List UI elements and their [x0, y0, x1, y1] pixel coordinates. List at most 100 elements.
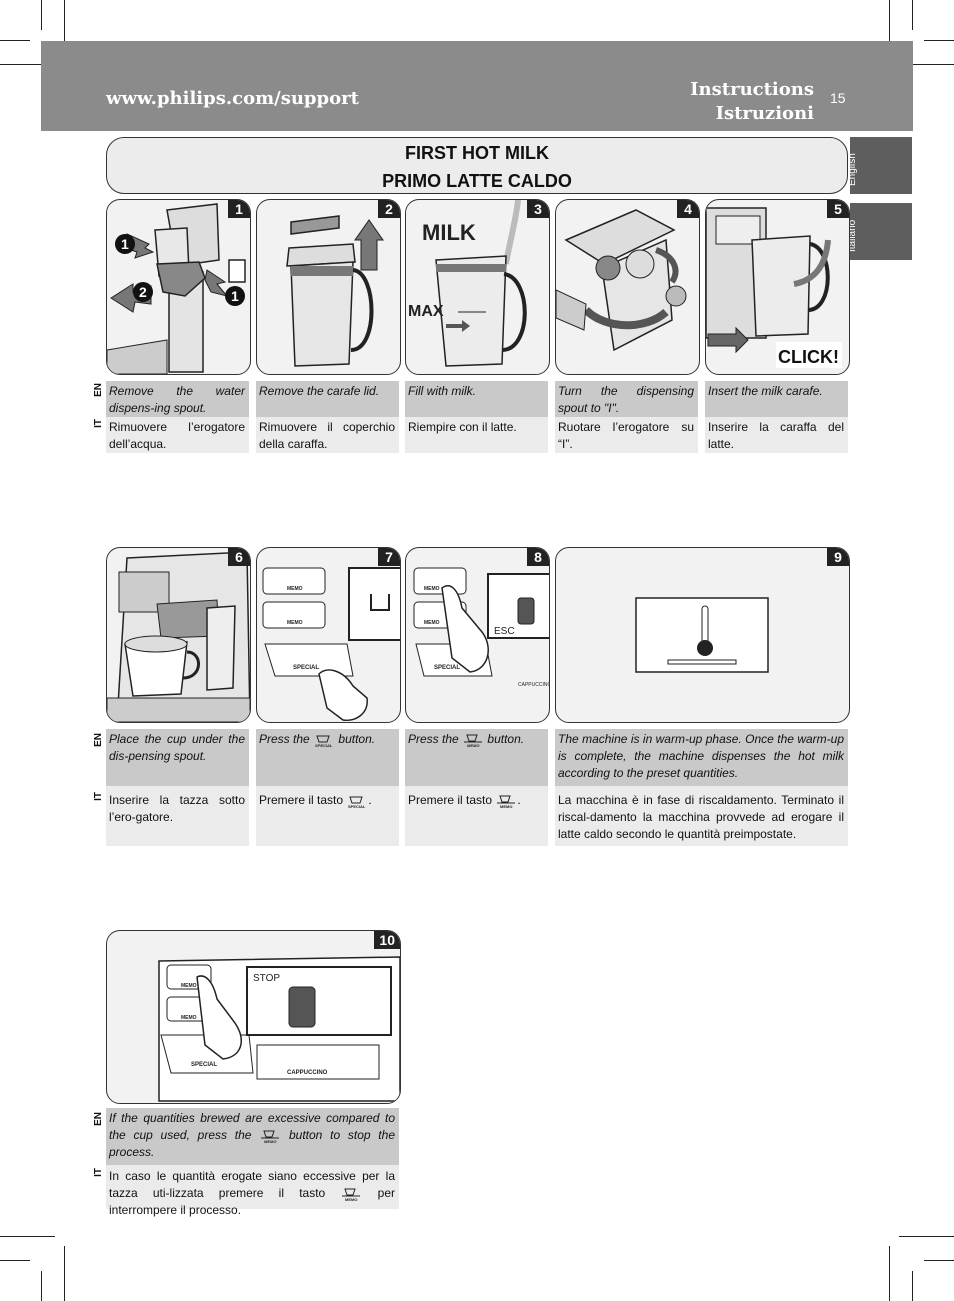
cappuccino-label: CAPPUCCINO [287, 1070, 328, 1076]
caption-text: Insert the milk carafe. [708, 384, 823, 398]
caption-en: Fill with milk. [405, 381, 548, 417]
caption-text: La macchina è in fase di riscaldamento. … [558, 793, 844, 841]
step-number: 6 [228, 548, 250, 566]
caption-pre: Press the [408, 732, 459, 746]
special-button-icon: SPECIAL [346, 793, 368, 809]
caption-en: Place the cup under the dis-pensing spou… [106, 729, 249, 786]
caption-it: Rimuovere l’erogatore dell’acqua. [106, 417, 249, 453]
crop-mark [924, 40, 954, 41]
caption-text: Place the cup under the dis-pensing spou… [109, 732, 245, 763]
crop-mark [889, 1246, 890, 1301]
tab-english[interactable]: English [847, 137, 912, 194]
lang-label-en: EN [93, 383, 107, 417]
crop-mark [0, 40, 30, 41]
step-number: 9 [827, 548, 849, 566]
memo-label: MEMO [424, 586, 440, 592]
special-label: SPECIAL [434, 665, 460, 671]
caption-text: Inserire la caraffa del latte. [708, 420, 844, 451]
caption-text: If the quantities brewed are excessive c… [106, 1108, 399, 1163]
caption-text: Premere il tasto MEMO. [405, 786, 548, 811]
carafe-lid-drawing [286, 215, 384, 367]
cappuccino-label: CAPPUCCINO [518, 682, 549, 688]
caption-text: Remove the water dispens-ing spout. [109, 384, 245, 415]
lang-label-en: EN [93, 1112, 107, 1162]
caption-text: Riempire con il latte. [408, 420, 517, 434]
caption-en: Press the MEMO button. [405, 729, 548, 786]
click-label: CLICK! [778, 347, 839, 367]
memo-button-icon: MEMO [259, 1128, 281, 1144]
caption-text: Remove the carafe lid. [259, 384, 380, 398]
icon-memo-text: MEMO [264, 1139, 277, 1144]
press-special-drawing: MEMO MEMO SPECIAL [262, 567, 400, 722]
caption-pre: Press the [259, 732, 310, 746]
section-title: FIRST HOT MILK PRIMO LATTE CALDO [106, 137, 848, 194]
page-header [41, 41, 913, 131]
caption-text: The machine is in warm-up phase. Once th… [558, 732, 844, 780]
caption-text: Rimuovere il coperchio della caraffa. [259, 420, 395, 451]
caption-pre: Premere il tasto [408, 793, 493, 807]
esc-label: ESC [494, 626, 515, 637]
crop-mark [912, 1271, 913, 1301]
dispenser-removal-drawing: 1 2 1 [107, 203, 246, 374]
step-9-illustration: 9 [555, 547, 850, 723]
section-title-en: FIRST HOT MILK [405, 143, 549, 163]
caption-it: In caso le quantità erogate siano eccess… [106, 1165, 399, 1217]
step-5-illustration: CLICK! 5 [705, 199, 850, 375]
memo-label: MEMO [287, 620, 303, 626]
crop-mark [889, 0, 890, 55]
stop-process-drawing: MEMO MEMO SPECIAL CAPPUCCINO STOP [158, 956, 400, 1102]
lang-label-it: IT [93, 419, 107, 453]
cup-under-spout-drawing [107, 551, 250, 722]
caption-text: In caso le quantità erogate siano eccess… [106, 1165, 399, 1221]
memo-label: MEMO [424, 620, 440, 626]
step-6-illustration: 6 [106, 547, 251, 723]
caption-en: Remove the carafe lid. [256, 381, 399, 417]
tab-italiano[interactable]: Italiano [847, 203, 912, 260]
step-number: 2 [378, 200, 400, 218]
caption-pre: Premere il tasto [259, 793, 344, 807]
page-number: 15 [830, 90, 846, 106]
warm-up-display-drawing [635, 597, 769, 673]
tab-english-label: English [847, 153, 858, 186]
section-title-it: PRIMO LATTE CALDO [382, 171, 572, 191]
caption-text: Premere il tasto SPECIAL. [256, 786, 399, 811]
memo-button-icon: MEMO [340, 1186, 362, 1202]
caption-post: . [517, 793, 521, 807]
caption-en: The machine is in warm-up phase. Once th… [555, 729, 848, 786]
caption-it: Rimuovere il coperchio della caraffa. [256, 417, 399, 453]
caption-post: button to stop the process. [109, 1128, 395, 1159]
caption-it: La macchina è in fase di riscaldamento. … [555, 786, 848, 846]
crop-mark [899, 64, 954, 65]
lang-it: IT [93, 792, 104, 801]
caption-it: Ruotare l’erogatore su “I”. [555, 417, 698, 453]
caption-en: If the quantities brewed are excessive c… [106, 1108, 399, 1165]
press-memo-drawing: MEMO MEMO SPECIAL ESC CAPPUCCINO [413, 567, 549, 688]
caption-text: Turn the dispensing spout to "I". [558, 384, 694, 415]
icon-memo-text: MEMO [500, 804, 512, 809]
step-10-illustration: MEMO MEMO SPECIAL CAPPUCCINO STOP 10 [106, 930, 401, 1104]
crop-mark [64, 1246, 65, 1301]
crop-mark [41, 0, 42, 30]
step-number: 8 [527, 548, 549, 566]
caption-text: Rimuovere l’erogatore dell’acqua. [109, 420, 245, 451]
special-label: SPECIAL [293, 665, 319, 671]
caption-it: Premere il tasto MEMO. [405, 786, 548, 846]
step-3-illustration: MILK MAX 3 [405, 199, 550, 375]
step-4-illustration: 4 [555, 199, 700, 375]
special-button-icon: SPECIAL [313, 732, 335, 748]
crop-mark [0, 1260, 30, 1261]
memo-button-icon: MEMO [462, 732, 484, 748]
lang-label-it: IT [93, 1168, 107, 1208]
step-8-illustration: MEMO MEMO SPECIAL ESC CAPPUCCINO 8 [405, 547, 550, 723]
callout-1a: 1 [121, 236, 129, 252]
step-7-illustration: MEMO MEMO SPECIAL 7 [256, 547, 401, 723]
insert-carafe-drawing: CLICK! [706, 207, 842, 368]
icon-special-text: SPECIAL [348, 804, 366, 809]
caption-text: Fill with milk. [408, 384, 476, 398]
milk-label: MILK [422, 220, 476, 245]
crop-mark [41, 1271, 42, 1301]
icon-memo-text: MEMO [467, 743, 480, 748]
lang-it: IT [93, 419, 104, 428]
caption-it: Inserire la tazza sotto l’ero-gatore. [106, 786, 249, 846]
max-label: MAX [408, 303, 444, 320]
